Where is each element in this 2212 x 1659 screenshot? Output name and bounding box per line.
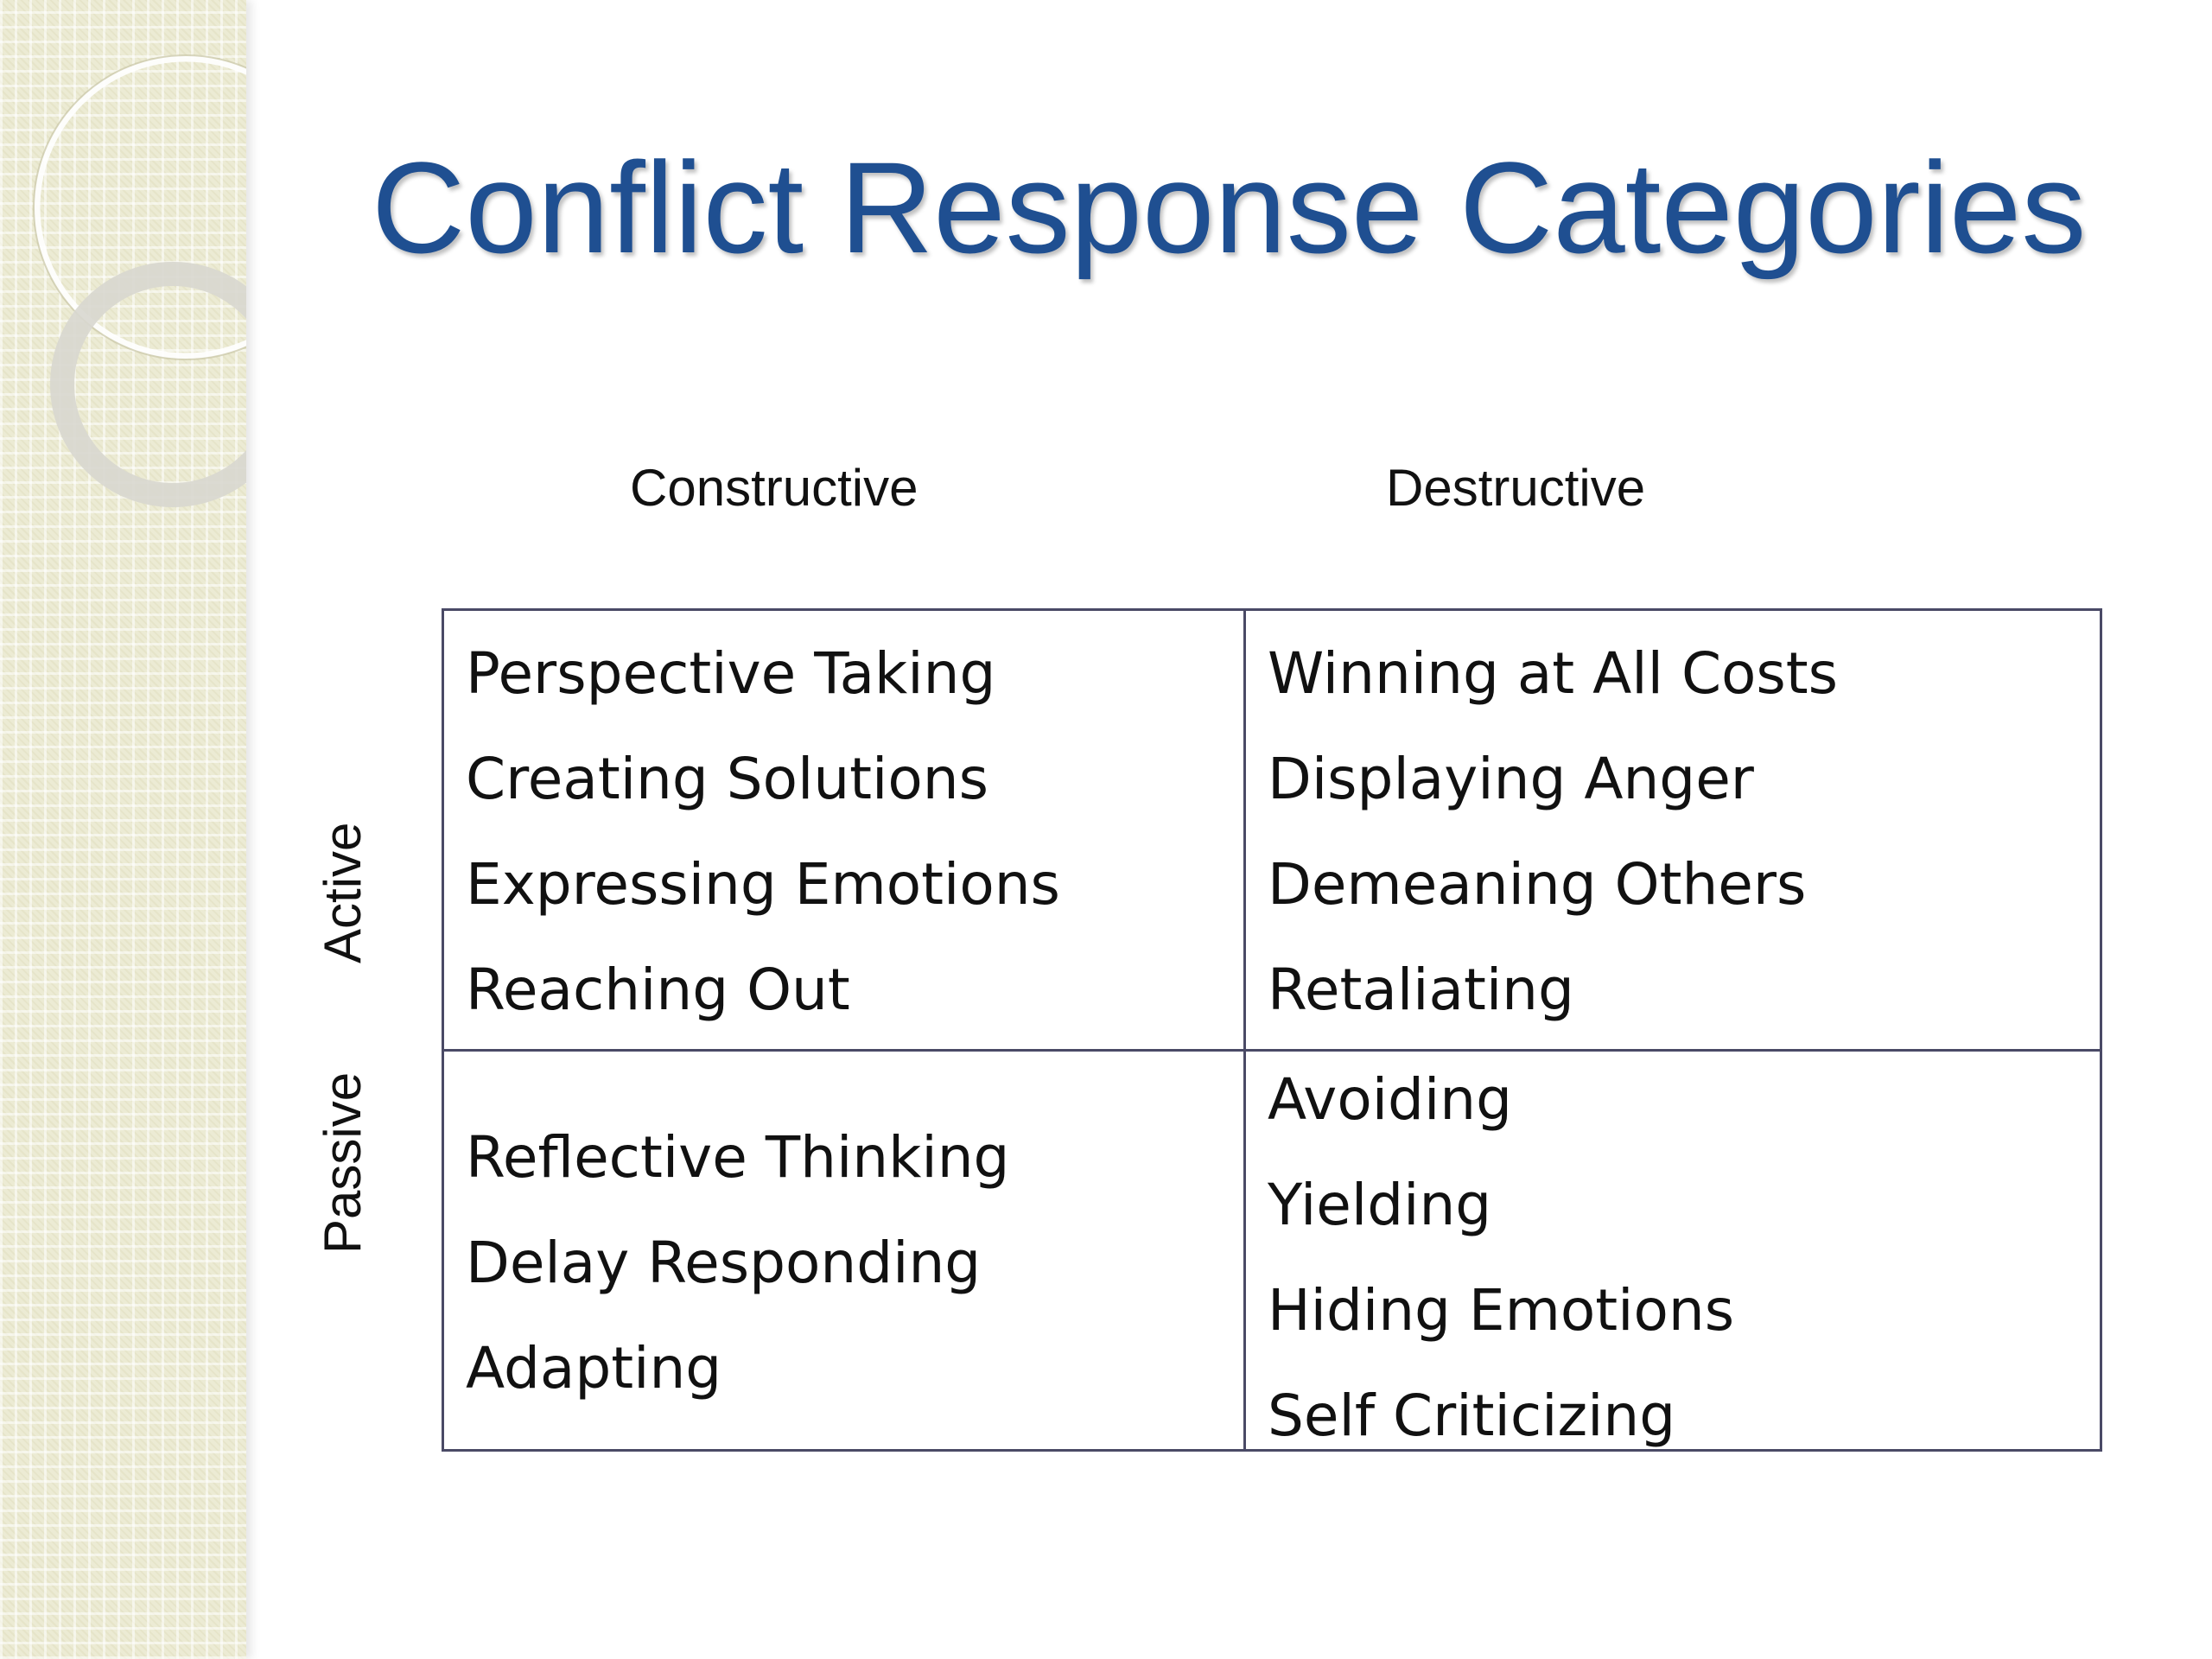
list-item: Creating Solutions xyxy=(466,746,988,812)
column-header-destructive: Destructive xyxy=(1386,459,1646,517)
decorative-sidebar xyxy=(0,0,246,1659)
list-item: Reflective Thinking xyxy=(466,1124,1010,1191)
list-item: Perspective Taking xyxy=(466,640,996,707)
cell-passive-destructive: Avoiding Yielding Hiding Emotions Self C… xyxy=(1246,1052,2100,1449)
list-item: Expressing Emotions xyxy=(466,851,1060,918)
slide-title: Conflict Response Categories xyxy=(372,135,2087,280)
row-header-passive: Passive xyxy=(314,1071,372,1254)
cell-passive-constructive: Reflective Thinking Delay Responding Ada… xyxy=(444,1052,1246,1449)
decorative-rings-icon xyxy=(33,54,246,507)
conflict-response-grid: Perspective Taking Creating Solutions Ex… xyxy=(442,608,2102,1452)
row-header-active: Active xyxy=(314,822,372,963)
column-header-constructive: Constructive xyxy=(630,459,918,517)
list-item: Retaliating xyxy=(1268,957,1574,1023)
list-item: Demeaning Others xyxy=(1268,851,1807,918)
list-item: Hiding Emotions xyxy=(1268,1277,1735,1344)
cell-active-constructive: Perspective Taking Creating Solutions Ex… xyxy=(444,611,1246,1052)
cell-active-destructive: Winning at All Costs Displaying Anger De… xyxy=(1246,611,2100,1052)
list-item: Self Criticizing xyxy=(1268,1382,1676,1449)
list-item: Avoiding xyxy=(1268,1066,1513,1133)
list-item: Adapting xyxy=(466,1335,722,1402)
list-item: Reaching Out xyxy=(466,957,850,1023)
list-item: Winning at All Costs xyxy=(1268,640,1839,707)
list-item: Delay Responding xyxy=(466,1230,982,1296)
list-item: Displaying Anger xyxy=(1268,746,1754,812)
list-item: Yielding xyxy=(1268,1172,1492,1238)
